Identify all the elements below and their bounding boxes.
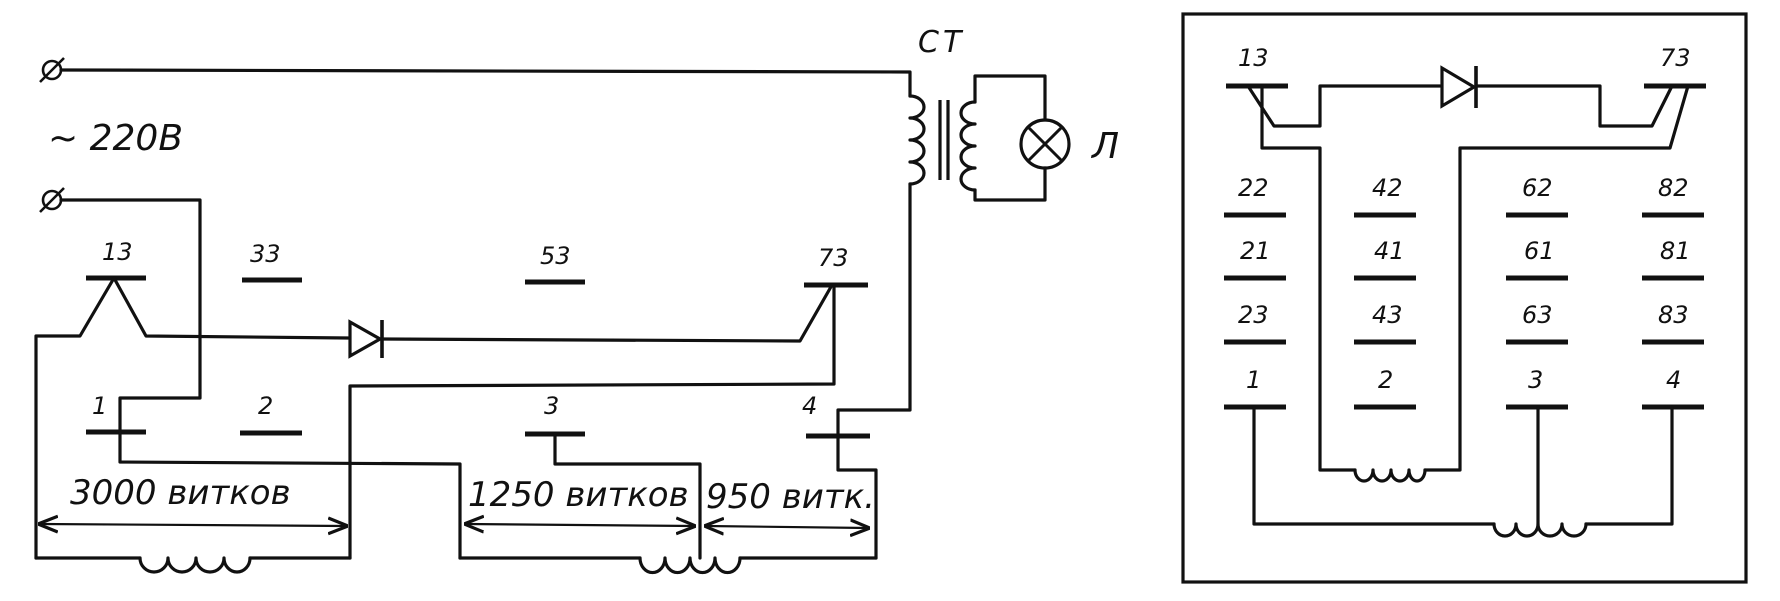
r-pin13-loop-wire xyxy=(1260,84,1357,472)
pin-73-label: 73 xyxy=(818,244,849,272)
diode-symbol xyxy=(348,319,384,359)
pin-33-label: 33 xyxy=(250,240,281,268)
winding-label-3000: 3000 витков xyxy=(70,473,291,513)
r-pin-41-label: 41 xyxy=(1374,237,1405,265)
r-pin-23-label: 23 xyxy=(1238,301,1269,329)
left-circuit: ~ 220В СТ Л 13 33 53 73 xyxy=(34,25,1119,575)
r-pin-62-label: 62 xyxy=(1522,174,1553,202)
pin-13-label: 13 xyxy=(102,238,133,266)
primary-to-pin4-wire xyxy=(836,182,912,436)
winding-label-950: 950 витк. xyxy=(706,477,875,517)
diode-to-pin73-wire xyxy=(380,283,834,343)
r-pin-43-label: 43 xyxy=(1372,301,1403,329)
transformer-label: СТ xyxy=(918,25,965,60)
r-pin-1-label: 1 xyxy=(1246,366,1261,394)
winding-coil-left xyxy=(138,556,252,574)
dimension-arrow-3000 xyxy=(40,524,346,526)
pin4-to-winding-wire xyxy=(836,434,878,560)
r-pin13-wire xyxy=(1246,84,1442,128)
pin-4-label: 4 xyxy=(802,392,817,420)
pin73-return-wire xyxy=(348,283,836,560)
transformer-secondary-coil xyxy=(959,100,977,192)
r-pin-42-label: 42 xyxy=(1372,174,1403,202)
r-pin-73-label: 73 xyxy=(1660,44,1691,72)
r-pin-61-label: 61 xyxy=(1524,237,1555,265)
r-pin-22-label: 22 xyxy=(1238,174,1269,202)
dimension-arrow-1250 xyxy=(466,524,694,526)
panel-frame xyxy=(1181,12,1748,584)
r-pin-82-label: 82 xyxy=(1658,174,1689,202)
supply-to-pin1-wire xyxy=(59,198,202,434)
r-pin-13-label: 13 xyxy=(1238,44,1269,72)
pin13-legs-wire xyxy=(34,276,350,560)
pin-2-label: 2 xyxy=(258,392,273,420)
mains-wire-top xyxy=(59,68,912,98)
r-pin-3-label: 3 xyxy=(1528,366,1543,394)
r-pin-2-label: 2 xyxy=(1378,366,1393,394)
winding-coil-right xyxy=(638,556,742,575)
r-pin-83-label: 83 xyxy=(1658,301,1689,329)
transformer-primary-coil xyxy=(908,94,926,186)
right-panel: 13 73 xyxy=(1181,12,1748,584)
r-pin73-loop-wire xyxy=(1423,84,1690,472)
supply-voltage-label: ~ 220В xyxy=(48,118,183,159)
dimension-arrow-950 xyxy=(706,526,868,528)
r-bottom-coil xyxy=(1492,522,1588,538)
r-pin-4-label: 4 xyxy=(1666,366,1681,394)
lamp-label: Л xyxy=(1090,126,1119,167)
lamp-symbol xyxy=(1019,118,1071,170)
pin-3-label: 3 xyxy=(544,392,559,420)
lamp-loop-wire xyxy=(973,74,1047,202)
r-pin-81-label: 81 xyxy=(1660,237,1691,265)
r-bottom-winding-wire xyxy=(1252,405,1674,526)
r-diode-symbol xyxy=(1440,65,1478,109)
r-diode-to-pin73-wire xyxy=(1474,84,1674,128)
pin-1-label: 1 xyxy=(92,392,107,420)
pin1-to-winding-wire xyxy=(118,430,462,560)
r-center-coil xyxy=(1353,468,1427,483)
r-pin-21-label: 21 xyxy=(1240,237,1271,265)
r-column-2 xyxy=(1354,212,1416,410)
winding-label-1250: 1250 витков xyxy=(468,475,689,515)
pin-53-label: 53 xyxy=(540,242,571,270)
r-pin-63-label: 63 xyxy=(1522,301,1553,329)
